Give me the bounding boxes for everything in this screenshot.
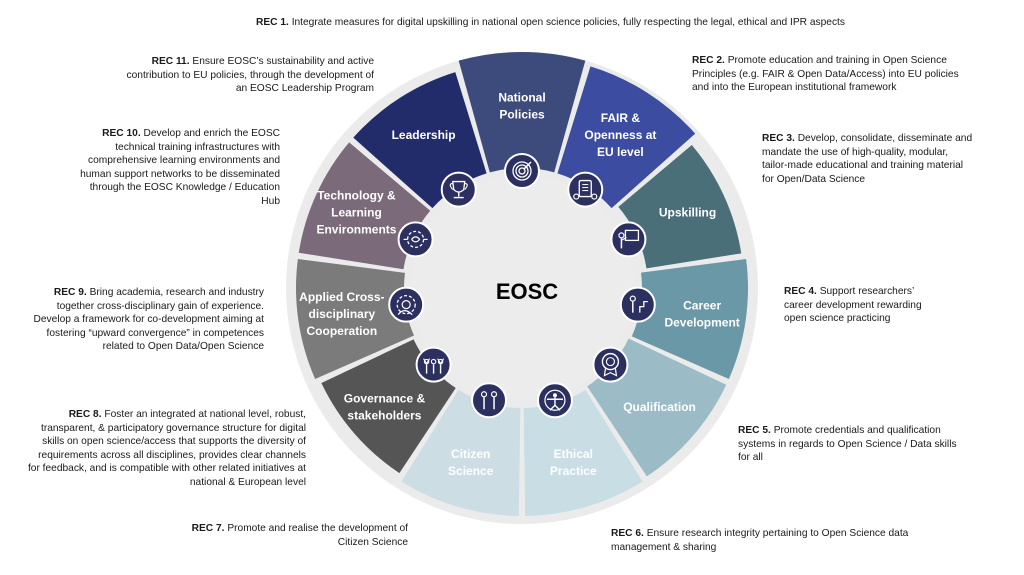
medal-icon	[592, 346, 629, 383]
rec-5-text: Promote credentials and qualification sy…	[738, 425, 957, 464]
rec-9-number: REC 9.	[53, 287, 87, 298]
rec-11-number: REC 11.	[151, 56, 190, 67]
rec-3-number: REC 3.	[762, 133, 795, 144]
rec-4-text: Support researchers’ career development …	[784, 286, 922, 325]
rec-1-text: Integrate measures for digital upskillin…	[291, 17, 845, 28]
group-cheer-icon	[415, 346, 452, 383]
segment-fair-openness	[557, 66, 696, 209]
vitruvian-icon	[536, 382, 573, 419]
rec-2: REC 2. Promote education and training in…	[692, 54, 974, 95]
rec-5: REC 5. Promote credentials and qualifica…	[738, 424, 960, 465]
rec-3-text: Develop, consolidate, disseminate and ma…	[762, 133, 973, 185]
inner-disc	[410, 176, 634, 400]
segment-ethical-practice	[523, 389, 643, 516]
people-icon	[471, 382, 508, 419]
rec-8-number: REC 8.	[68, 409, 102, 420]
rec-11: REC 11. Ensure EOSC’s sustainability and…	[118, 55, 374, 96]
gear-head-icon	[388, 286, 425, 323]
rec-11-text: Ensure EOSC’s sustainability and active …	[126, 56, 374, 95]
segment-label-governance: Governance &stakeholders	[344, 392, 426, 423]
rec-9: REC 9. Bring academia, research and indu…	[28, 286, 264, 354]
rec-3: REC 3. Develop, consolidate, disseminate…	[762, 132, 974, 186]
center-label: EOSC	[496, 279, 558, 304]
rec-7-number: REC 7.	[191, 523, 225, 534]
rec-10-number: REC 10.	[102, 128, 141, 139]
rec-6: REC 6. Ensure research integrity pertain…	[611, 527, 956, 554]
rec-10: REC 10. Develop and enrich the EOSC tech…	[74, 127, 280, 209]
segment-label-upskilling: Upskilling	[659, 205, 716, 219]
rec-9-text: Bring academia, research and industry to…	[33, 287, 264, 353]
rec-8-text: Foster an integrated at national level, …	[27, 409, 306, 488]
rec-1-number: REC 1.	[256, 17, 289, 28]
gear-brain-icon	[397, 221, 434, 258]
segment-citizen-science	[401, 389, 521, 516]
segment-label-leadership: Leadership	[392, 128, 456, 142]
career-growth-icon	[619, 286, 656, 323]
presentation-icon	[610, 221, 647, 258]
rec-4: REC 4. Support researchers’ career devel…	[784, 285, 934, 326]
rec-5-number: REC 5.	[738, 425, 771, 436]
rec-7-text: Promote and realise the development of C…	[227, 523, 408, 548]
segment-technology-learning	[298, 142, 431, 270]
segment-national-policies	[458, 51, 586, 173]
segment-applied-cooperation	[295, 258, 414, 380]
rec-6-number: REC 6.	[611, 528, 644, 539]
rec-2-number: REC 2.	[692, 55, 725, 66]
rec-10-text: Develop and enrich the EOSC technical tr…	[80, 128, 280, 207]
segment-label-qualification: Qualification	[623, 400, 696, 414]
segment-upskilling	[618, 144, 742, 269]
rec-1: REC 1. Integrate measures for digital up…	[256, 16, 956, 30]
rec-7: REC 7. Promote and realise the developme…	[178, 522, 408, 549]
document-people-icon	[567, 171, 604, 208]
trophy-icon	[440, 171, 477, 208]
rec-4-number: REC 4.	[784, 286, 817, 297]
rec-8: REC 8. Foster an integrated at national …	[26, 408, 306, 490]
rec-6-text: Ensure research integrity pertaining to …	[611, 528, 909, 553]
rec-2-text: Promote education and training in Open S…	[692, 55, 959, 94]
segment-career-development	[631, 258, 748, 380]
target-icon	[504, 153, 540, 189]
